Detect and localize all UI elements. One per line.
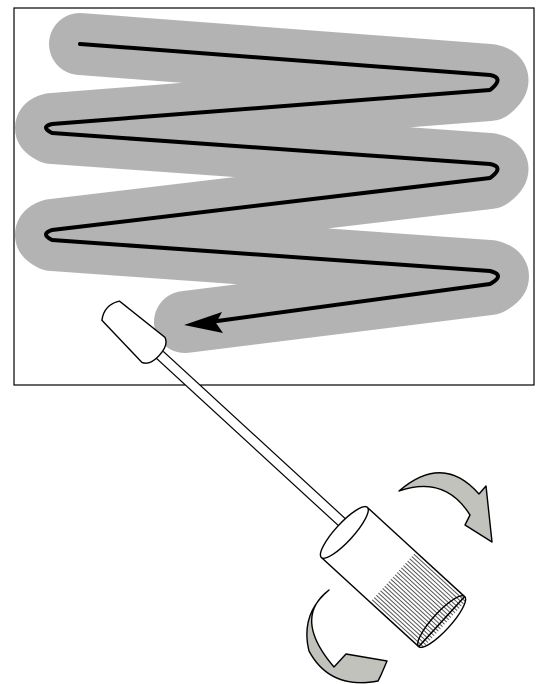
- curved-rotation-arrow-icon: [399, 473, 492, 542]
